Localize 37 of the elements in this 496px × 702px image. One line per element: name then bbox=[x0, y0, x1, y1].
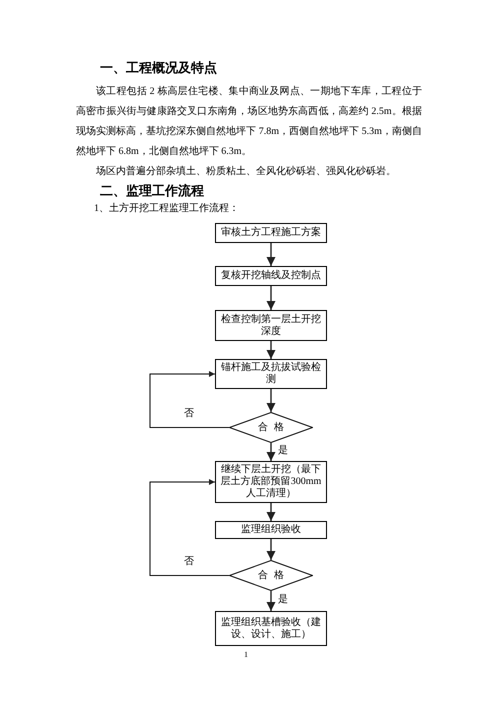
step-text: 审核土方工程施工方案 bbox=[221, 227, 321, 239]
arrow bbox=[266, 243, 276, 266]
decision-diamond bbox=[229, 560, 313, 591]
process-box bbox=[215, 310, 327, 341]
step-text: 锚杆施工及抗拔试验检测 bbox=[220, 362, 322, 386]
page-number: 1 bbox=[244, 650, 248, 660]
decision-text: 合格 bbox=[257, 422, 290, 434]
step-text: 复核开挖轴线及控制点 bbox=[221, 270, 321, 282]
arrow bbox=[266, 591, 276, 611]
edge-label: 是 bbox=[278, 445, 288, 457]
section-heading: 二、监理工作流程 bbox=[100, 182, 204, 200]
body-paragraph: 该工程包括 2 栋高层住宅楼、集中商业及网点、一期地下车库，工程位于高密市振兴街与健康路交叉口东南角，场区地势东高西低，高差约 2.5m。根据现场实测标高，基坑挖深东侧自然地坪下 7.8m，西侧自然地坪下 5.3m，南侧自然地坪下 6.8m，北侧自然地坪下 6.3m。 bbox=[76, 84, 422, 159]
arrow bbox=[150, 479, 230, 576]
decision-text: 合格 bbox=[257, 570, 290, 582]
edge-label: 否 bbox=[184, 408, 194, 420]
arrow bbox=[266, 443, 276, 461]
process-box bbox=[215, 266, 327, 286]
step-text: 检查控制第一层土开挖深度 bbox=[220, 314, 322, 338]
process-box bbox=[215, 521, 327, 539]
body-paragraph: 场区内普遍分部杂填土、粉质粘土、全风化砂砾岩、强风化砂砾岩。 bbox=[95, 164, 397, 179]
process-box bbox=[215, 611, 327, 646]
subsection-heading: 1、土方开挖工程监理工作流程： bbox=[94, 202, 239, 216]
process-box bbox=[215, 223, 327, 243]
edge-label: 是 bbox=[278, 594, 288, 606]
step-text: 监理组织验收 bbox=[241, 524, 301, 536]
arrow bbox=[266, 539, 276, 560]
arrow bbox=[150, 371, 230, 428]
arrow bbox=[266, 286, 276, 310]
section-heading: 一、工程概况及特点 bbox=[100, 59, 217, 77]
arrow bbox=[266, 389, 276, 412]
decision-diamond bbox=[229, 412, 313, 443]
step-text: 继续下层土开挖（最下层土方底部预留300mm 人工清理） bbox=[220, 464, 322, 500]
arrow bbox=[266, 341, 276, 359]
process-box bbox=[215, 359, 327, 389]
edge-label: 否 bbox=[184, 556, 194, 568]
arrow bbox=[266, 503, 276, 521]
step-text: 监理组织基槽验收（建设、设计、施工） bbox=[220, 616, 322, 640]
